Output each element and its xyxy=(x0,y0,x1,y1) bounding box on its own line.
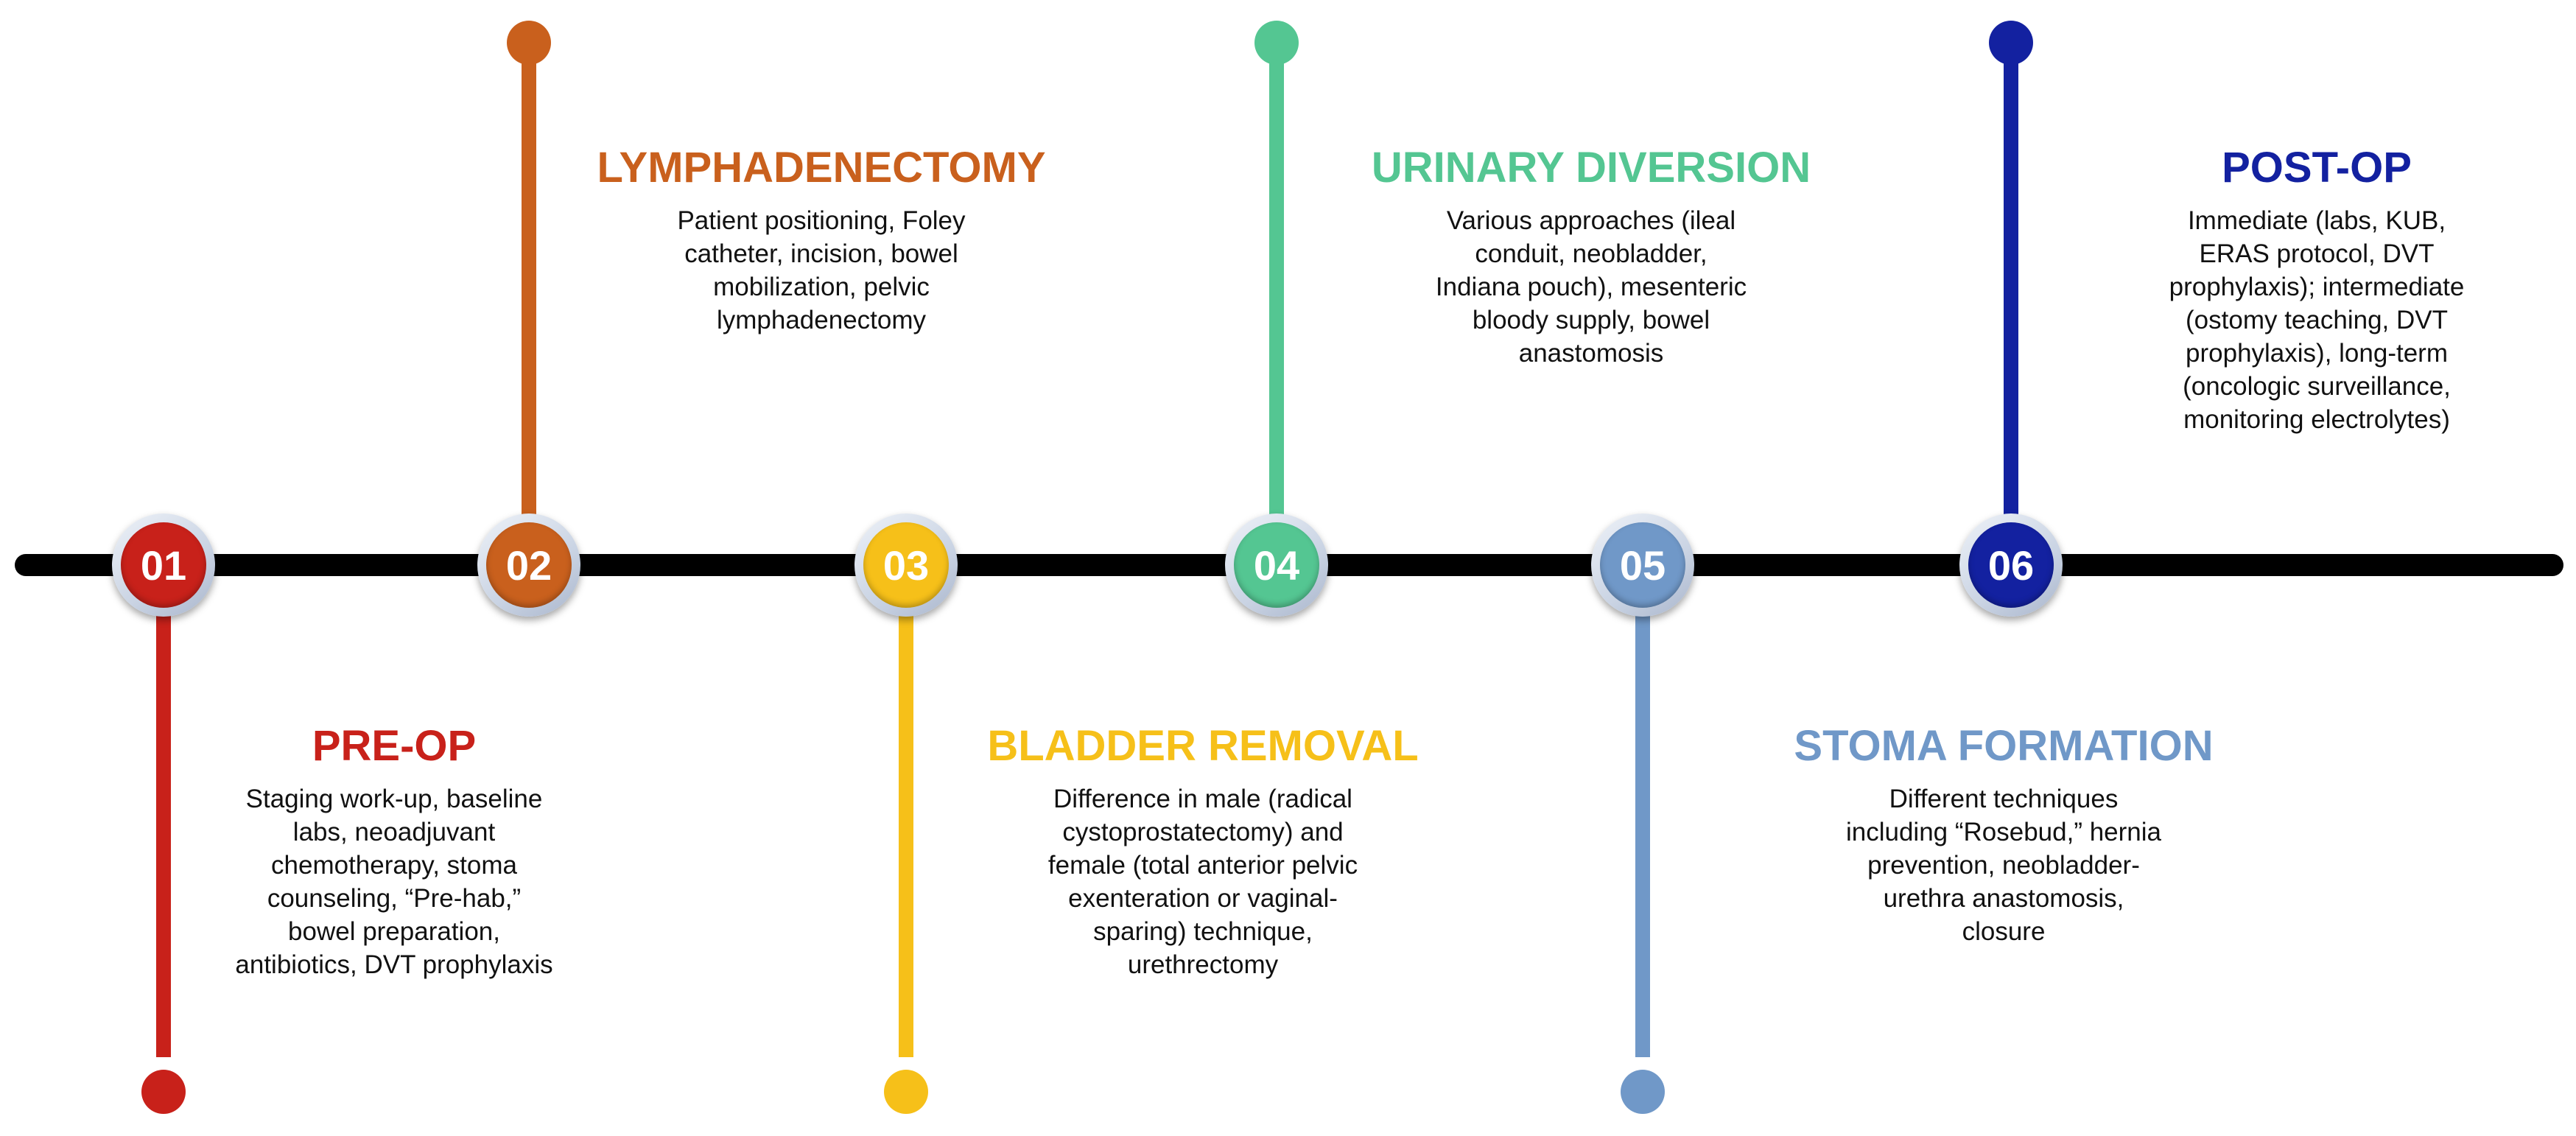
step-block-06: POST-OP Immediate (labs, KUB, ERAS proto… xyxy=(2081,142,2552,436)
step-description-line: counseling, “Pre-hab,” xyxy=(267,884,522,913)
step-title-03: BLADDER REMOVAL xyxy=(987,722,1419,770)
step-description-line: conduit, neobladder, xyxy=(1475,239,1708,268)
step-description-line: including “Rosebud,” hernia xyxy=(1845,818,2162,846)
step-description-line: prevention, neobladder- xyxy=(1867,851,2140,880)
step-description-line: female (total anterior pelvic xyxy=(1047,851,1358,880)
step-description-line: Staging work-up, baseline xyxy=(245,785,543,813)
step-description-line: catheter, incision, bowel xyxy=(684,239,958,268)
step-description-line: mobilization, pelvic xyxy=(713,273,930,301)
step-description-line: Different techniques xyxy=(1889,785,2119,813)
step-description-line: prophylaxis), long-term xyxy=(2186,339,2448,368)
stem-01 xyxy=(156,611,171,1057)
step-description-line: cystoprostatectomy) and xyxy=(1062,818,1344,846)
step-description-line: ERAS protocol, DVT xyxy=(2199,239,2435,268)
end-dot-03 xyxy=(884,1070,928,1114)
step-description-line: prophylaxis); intermediate xyxy=(2169,273,2465,301)
step-description-02: Patient positioning, Foley catheter, inc… xyxy=(586,204,1057,337)
step-description-line: labs, neoadjuvant xyxy=(292,818,496,846)
step-description-line: exenteration or vaginal- xyxy=(1068,884,1338,913)
step-description-line: chemotherapy, stoma xyxy=(271,851,517,880)
step-description-06: Immediate (labs, KUB, ERAS protocol, DVT… xyxy=(2081,204,2552,436)
step-block-01: PRE-OP Staging work-up, baseline labs, n… xyxy=(158,720,630,981)
step-number-06: 06 xyxy=(1968,522,2054,608)
step-description-line: (oncologic surveillance, xyxy=(2183,372,2451,401)
step-number-02: 02 xyxy=(486,522,572,608)
step-description-line: urethrectomy xyxy=(1127,950,1279,979)
step-number-05: 05 xyxy=(1600,522,1685,608)
step-node-02: 02 xyxy=(477,513,580,617)
end-dot-01 xyxy=(141,1070,186,1114)
step-description-line: (ostomy teaching, DVT xyxy=(2186,306,2448,334)
step-number-03: 03 xyxy=(863,522,949,608)
stem-03 xyxy=(899,611,913,1057)
stem-02 xyxy=(522,52,536,523)
step-node-04: 04 xyxy=(1225,513,1328,617)
step-description-03: Difference in male (radical cystoprostat… xyxy=(967,782,1439,981)
step-description-line: monitoring electrolytes) xyxy=(2183,405,2450,434)
step-block-04: URINARY DIVERSION Various approaches (il… xyxy=(1355,142,1827,370)
step-title-01: PRE-OP xyxy=(312,722,477,770)
step-description-05: Different techniques including “Rosebud,… xyxy=(1768,782,2239,948)
step-description-line: anastomosis xyxy=(1518,339,1664,368)
step-title-05: STOMA FORMATION xyxy=(1794,722,2214,770)
step-block-03: BLADDER REMOVAL Difference in male (radi… xyxy=(967,720,1439,981)
step-description-line: urethra anastomosis, xyxy=(1883,884,2124,913)
stem-06 xyxy=(2004,52,2018,523)
step-node-05: 05 xyxy=(1591,513,1694,617)
step-node-01: 01 xyxy=(112,513,215,617)
step-description-line: bloody supply, bowel xyxy=(1472,306,1710,334)
step-description-line: antibiotics, DVT prophylaxis xyxy=(235,950,553,979)
step-node-06: 06 xyxy=(1959,513,2063,617)
step-title-06: POST-OP xyxy=(2222,144,2412,192)
step-description-line: Patient positioning, Foley xyxy=(677,206,966,235)
step-description-line: Immediate (labs, KUB, xyxy=(2187,206,2446,235)
step-number-01: 01 xyxy=(121,522,206,608)
step-description-line: bowel preparation, xyxy=(288,917,500,946)
step-description-line: Difference in male (radical xyxy=(1053,785,1352,813)
step-description-line: Indiana pouch), mesenteric xyxy=(1435,273,1747,301)
stem-04 xyxy=(1269,52,1284,523)
step-description-01: Staging work-up, baseline labs, neoadjuv… xyxy=(158,782,630,981)
step-number-04: 04 xyxy=(1234,522,1319,608)
step-description-line: Various approaches (ileal xyxy=(1446,206,1736,235)
step-title-04: URINARY DIVERSION xyxy=(1371,144,1811,192)
step-description-line: lymphadenectomy xyxy=(716,306,927,334)
step-description-04: Various approaches (ileal conduit, neobl… xyxy=(1355,204,1827,370)
step-node-03: 03 xyxy=(854,513,958,617)
step-description-line: sparing) technique, xyxy=(1093,917,1313,946)
end-dot-05 xyxy=(1621,1070,1665,1114)
step-block-02: LYMPHADENECTOMY Patient positioning, Fol… xyxy=(586,142,1057,337)
step-description-line: closure xyxy=(1962,917,2046,946)
step-title-02: LYMPHADENECTOMY xyxy=(597,144,1046,192)
step-block-05: STOMA FORMATION Different techniques inc… xyxy=(1768,720,2239,948)
stem-05 xyxy=(1635,611,1650,1057)
